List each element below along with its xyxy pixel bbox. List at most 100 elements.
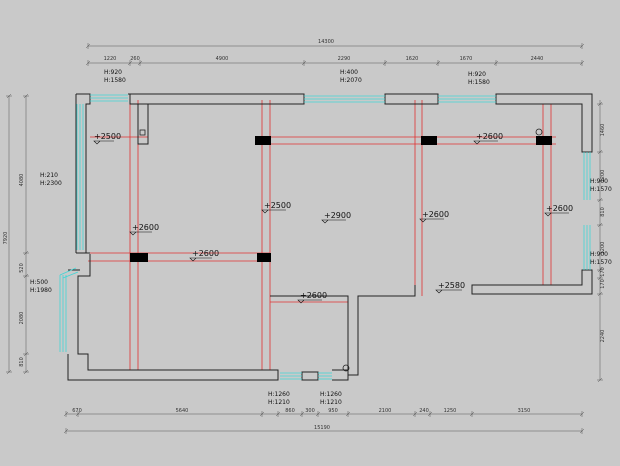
dim-left: 520 [19, 263, 25, 273]
dim-right: 1200 [600, 242, 606, 255]
dimension-tick [315, 411, 321, 417]
dimension-tick [85, 43, 91, 49]
dim-top: 260 [130, 56, 140, 62]
window-top-2 [304, 95, 385, 103]
window-top-3 [438, 95, 496, 103]
dim-right: 170 [600, 279, 606, 289]
dim-bottom: 3150 [518, 408, 531, 414]
dimension-tick [597, 101, 603, 107]
dimension-tick [493, 60, 499, 66]
beam-lines [88, 100, 556, 370]
dimension-tick [75, 411, 81, 417]
dim-left: 2080 [19, 312, 25, 325]
dimension-tick [597, 222, 603, 228]
window-label: H:210 [40, 172, 58, 179]
column [421, 136, 437, 145]
ceiling-level-labels: +2500 +2600 +2600 +2500 +2900 +2600 +260… [94, 132, 573, 300]
dim-right: 1200 [600, 170, 606, 183]
walls [67, 93, 593, 381]
level-label: +2600 [192, 249, 219, 258]
pipe-marker [139, 129, 146, 136]
level-label: +2600 [546, 204, 573, 213]
dimension-tick [597, 149, 603, 155]
window-label: H:1570 [590, 259, 612, 266]
window-label: H:1260 [268, 391, 290, 398]
dim-bottom: 240 [419, 408, 429, 414]
level-label: +2600 [300, 291, 327, 300]
dim-top: 4900 [216, 56, 229, 62]
dimension-tick [301, 60, 307, 66]
column [255, 136, 271, 145]
window-labels: H:920 H:1580 H:400 H:2070 H:920 H:1580 H… [30, 69, 612, 406]
dimension-tick [23, 351, 29, 357]
dimension-tick [579, 60, 585, 66]
window-label: H:1210 [320, 399, 342, 406]
column [257, 253, 271, 262]
dim-bottom: 2100 [379, 408, 392, 414]
window-label: H:1570 [590, 186, 612, 193]
dimension-tick [382, 60, 388, 66]
dimension-tick [85, 60, 91, 66]
window-label: H:2070 [340, 77, 362, 84]
dimension-tick [597, 267, 603, 273]
dimension-tick [427, 411, 433, 417]
dimension-tick [6, 93, 12, 99]
level-label: +2600 [422, 210, 449, 219]
window-label: H:1580 [468, 79, 490, 86]
dimension-tick [23, 369, 29, 375]
dim-bottom: 670 [72, 408, 82, 414]
level-label: +2900 [324, 211, 351, 220]
dim-top: 1220 [104, 56, 117, 62]
dim-bottom-total: 15190 [314, 425, 330, 431]
windows [59, 94, 591, 380]
window-right-2 [583, 225, 591, 270]
dimension-tick [23, 250, 29, 256]
level-label: +2600 [132, 223, 159, 232]
window-label: H:900 [590, 251, 608, 258]
window-bottom-2 [318, 372, 332, 380]
dimension-tick [597, 275, 603, 281]
dim-top-total: 14300 [318, 39, 334, 45]
dimension-tick [127, 60, 133, 66]
dimension-tick [469, 411, 475, 417]
window-bottom-1 [280, 372, 302, 380]
columns [130, 128, 552, 372]
pipe-marker [342, 364, 350, 372]
dimension-lines [6, 43, 603, 434]
window-label: H:1210 [268, 399, 290, 406]
window-right-1 [583, 152, 591, 200]
dimension-tick [579, 428, 585, 434]
left-dimension-labels: 7920 4080 520 2080 810 [3, 174, 25, 367]
dim-right: 810 [600, 207, 606, 217]
window-left-1 [76, 104, 84, 250]
right-dimension-labels: 1460 1200 810 1200 170 170 2240 [600, 124, 606, 343]
dim-top: 2440 [531, 56, 544, 62]
dimension-tick [597, 377, 603, 383]
column [536, 136, 552, 145]
window-label: H:920 [468, 71, 486, 78]
window-top-1 [90, 94, 128, 102]
dim-left: 810 [19, 357, 25, 367]
dimension-tick [597, 291, 603, 297]
dim-bottom: 300 [305, 408, 315, 414]
dim-bottom: 860 [285, 408, 295, 414]
dimension-tick [412, 411, 418, 417]
dimension-tick [579, 411, 585, 417]
dimension-tick [23, 273, 29, 279]
dim-bottom: 1250 [444, 408, 457, 414]
dim-bottom: 5640 [176, 408, 189, 414]
dimension-tick [6, 369, 12, 375]
dimension-tick [435, 60, 441, 66]
dim-top: 2290 [338, 56, 351, 62]
dim-bottom: 950 [328, 408, 338, 414]
dimension-tick [63, 411, 69, 417]
window-label: H:1980 [30, 287, 52, 294]
dim-right: 2240 [600, 330, 606, 343]
level-label: +2500 [94, 132, 121, 141]
dimension-tick [345, 411, 351, 417]
dim-right: 170 [600, 267, 606, 277]
window-label: H:1260 [320, 391, 342, 398]
pipe-marker [535, 128, 543, 136]
dim-top: 1670 [460, 56, 473, 62]
dim-top: 1620 [406, 56, 419, 62]
